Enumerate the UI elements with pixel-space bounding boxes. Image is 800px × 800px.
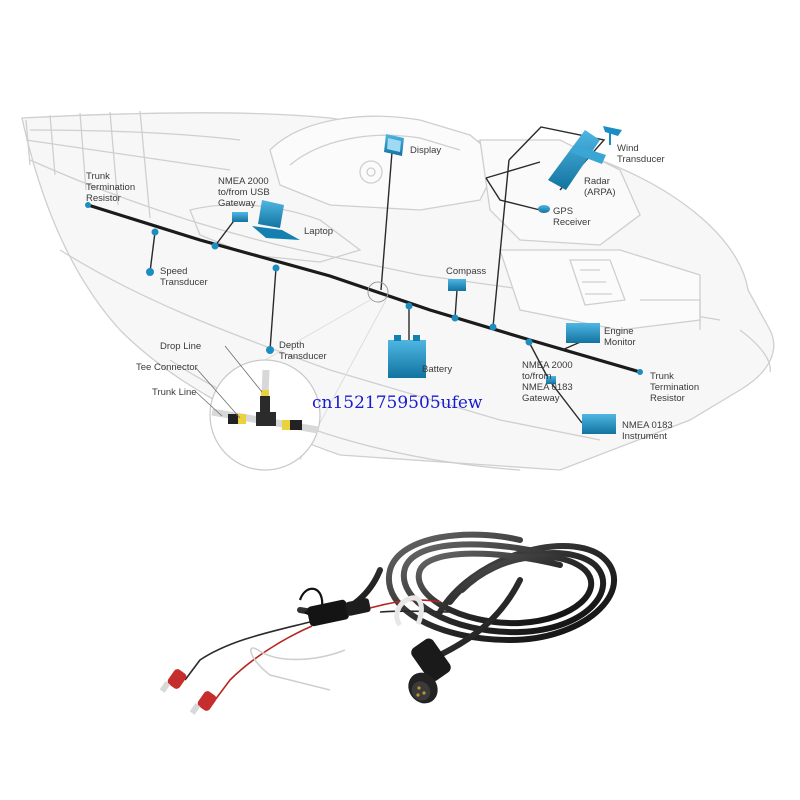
label-laptop: Laptop bbox=[304, 226, 333, 237]
label-line: NMEA 0183 bbox=[622, 420, 673, 431]
label-line: Trunk Line bbox=[152, 387, 197, 398]
depth-transducer-device bbox=[266, 346, 274, 354]
label-line: to/from bbox=[522, 371, 552, 382]
label-compass: Compass bbox=[446, 266, 486, 277]
zip-tie bbox=[394, 595, 424, 627]
label-battery: Battery bbox=[422, 364, 452, 375]
label-line: Resistor bbox=[86, 193, 121, 204]
label-line: NMEA 2000 bbox=[522, 360, 573, 371]
label-line: Radar bbox=[584, 176, 610, 187]
trunk-termination-right bbox=[637, 369, 643, 375]
usb-gateway-device bbox=[232, 212, 248, 222]
power-cable-product bbox=[159, 531, 617, 715]
label-line: Transducer bbox=[279, 351, 327, 362]
label-line: Transducer bbox=[617, 154, 665, 165]
battery-device bbox=[388, 335, 426, 378]
crimp-terminal-2 bbox=[189, 691, 217, 715]
wind-transducer-device bbox=[603, 126, 622, 145]
gps-receiver-device bbox=[538, 205, 550, 213]
label-line: Termination bbox=[86, 182, 135, 193]
watermark: cn1521759505ufew bbox=[312, 393, 483, 413]
nmea0183-instrument-device bbox=[582, 414, 616, 434]
label-line: GPS bbox=[553, 206, 573, 217]
label-line: Receiver bbox=[553, 217, 591, 228]
engine-monitor-device bbox=[566, 323, 600, 343]
label-line: NMEA 2000 bbox=[218, 176, 269, 187]
label-trunk-line: Trunk Line bbox=[152, 387, 197, 398]
label-drop-line: Drop Line bbox=[160, 341, 201, 352]
label-radar: Radar(ARPA) bbox=[584, 176, 616, 198]
label-line: Instrument bbox=[622, 431, 667, 442]
trunk-termination-left bbox=[85, 202, 91, 208]
label-display: Display bbox=[410, 145, 441, 156]
label-line: Trunk bbox=[650, 371, 674, 382]
label-line: Transducer bbox=[160, 277, 208, 288]
label-line: (ARPA) bbox=[584, 187, 616, 198]
display-device bbox=[384, 134, 404, 156]
magnified-point bbox=[367, 281, 389, 303]
speed-transducer-device bbox=[146, 268, 154, 276]
label-line: Display bbox=[410, 145, 441, 156]
label-line: Laptop bbox=[304, 226, 333, 237]
label-line: Monitor bbox=[604, 337, 636, 348]
label-line: Battery bbox=[422, 364, 452, 375]
label-line: Trunk bbox=[86, 171, 110, 182]
fuse-holder bbox=[298, 587, 371, 627]
label-tee-connector: Tee Connector bbox=[136, 362, 198, 373]
label-line: Termination bbox=[650, 382, 699, 393]
label-line: NMEA 0183 bbox=[522, 382, 573, 393]
nmea0183-gateway-device bbox=[546, 376, 556, 384]
label-line: Speed bbox=[160, 266, 187, 277]
crimp-terminal-1 bbox=[159, 669, 187, 693]
label-line: Gateway bbox=[218, 198, 256, 209]
label-line: Engine bbox=[604, 326, 634, 337]
label-line: to/from USB bbox=[218, 187, 270, 198]
label-line: Drop Line bbox=[160, 341, 201, 352]
nmea-round-connector bbox=[408, 638, 451, 704]
label-line: Tee Connector bbox=[136, 362, 198, 373]
radar-device bbox=[548, 130, 606, 190]
label-line: Wind bbox=[617, 143, 639, 154]
label-line: Gateway bbox=[522, 393, 560, 404]
trunk-line bbox=[87, 203, 641, 374]
laptop-device bbox=[252, 200, 300, 240]
label-line: Depth bbox=[279, 340, 304, 351]
compass-device bbox=[448, 279, 466, 291]
label-line: Compass bbox=[446, 266, 486, 277]
label-line: Resistor bbox=[650, 393, 685, 404]
tee-connector-inset bbox=[195, 345, 321, 471]
